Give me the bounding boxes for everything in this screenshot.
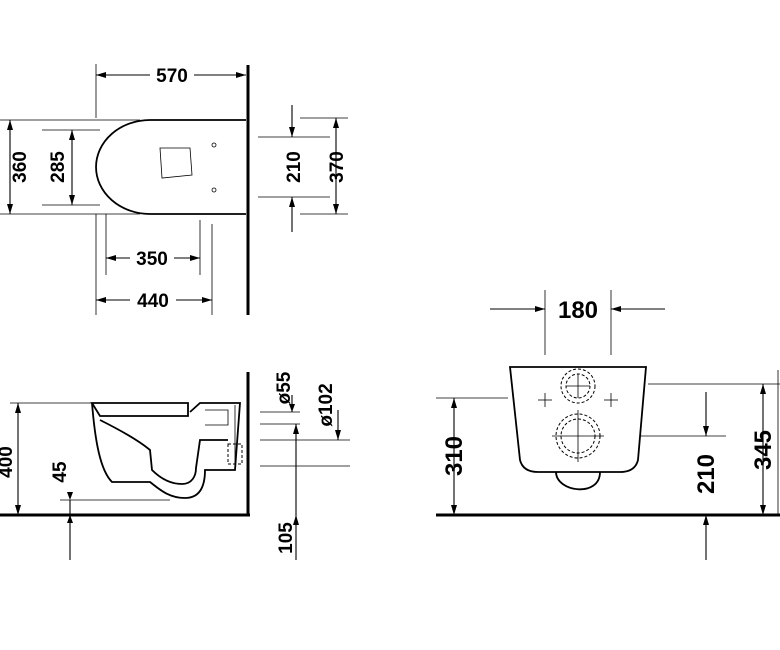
front-view-outlet <box>555 471 601 491</box>
front-view: 180 310 210 345 <box>436 290 780 560</box>
dim-inlet-diameter: ø55 <box>274 371 295 404</box>
dim-400: 400 <box>0 446 17 478</box>
top-view-inner-rim <box>159 147 193 179</box>
dim-45: 45 <box>50 461 71 483</box>
dim-180: 180 <box>558 297 598 324</box>
side-view-bowl <box>91 402 241 499</box>
dim-440: 440 <box>137 291 169 312</box>
top-view-fix-point <box>211 187 217 193</box>
dim-105: 105 <box>276 522 297 554</box>
dim-outlet-diameter: ø102 <box>316 383 337 426</box>
front-view-body <box>508 366 647 473</box>
dim-360: 360 <box>10 151 31 183</box>
dim-285: 285 <box>48 151 69 183</box>
top-view: 570 360 285 210 370 <box>0 64 348 315</box>
top-view-bowl-outline <box>95 119 246 215</box>
side-view: 400 45 ø55 ø102 105 <box>0 371 350 560</box>
top-view-fix-point <box>211 142 217 148</box>
dim-350: 350 <box>136 249 168 270</box>
side-view-trap <box>99 419 228 485</box>
dim-210-front: 210 <box>693 454 720 494</box>
dim-310: 310 <box>441 436 468 476</box>
side-view-seat <box>90 402 189 417</box>
dim-570: 570 <box>156 66 188 87</box>
front-view-hole-upper-outer <box>560 368 596 404</box>
dim-345: 345 <box>750 430 777 470</box>
dim-370: 370 <box>327 151 348 183</box>
dim-210-top: 210 <box>284 151 305 183</box>
